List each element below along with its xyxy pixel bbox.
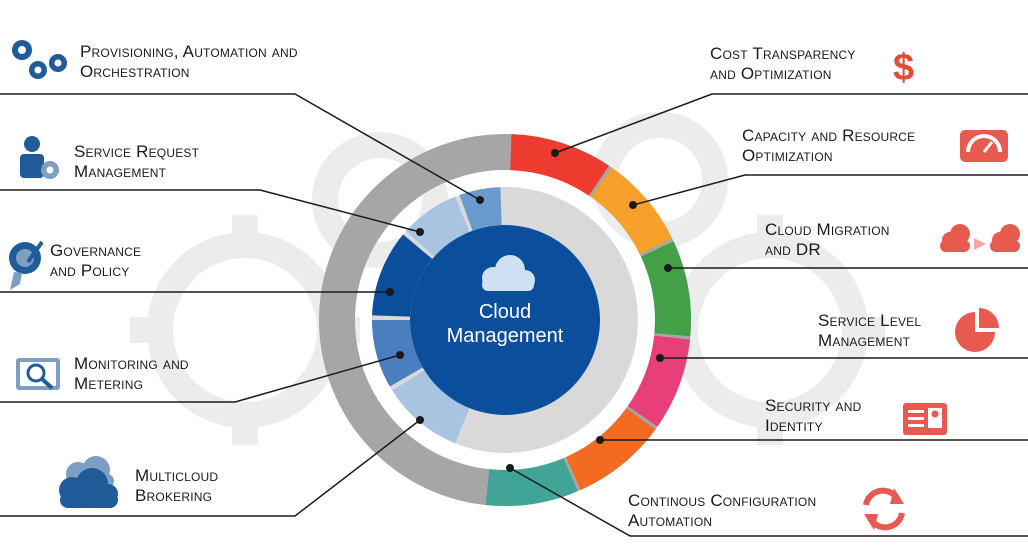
label-multicloud-line1: Multicloud (135, 466, 219, 485)
label-service-request-line1: Service Request (74, 142, 200, 161)
clouds-icon (59, 456, 118, 508)
label-security-line1: Security and (765, 396, 862, 415)
label-cloud-migration-line2: and DR (765, 240, 821, 259)
inner-segment-multicloud (392, 369, 470, 444)
gauge-icon (960, 130, 1008, 162)
connector-right-2 (632, 174, 1028, 206)
label-capacity: Capacity and Resource Optimization (742, 126, 915, 166)
label-service-level-line2: Management (818, 331, 911, 350)
label-cloud-migration: Cloud Migration and DR (765, 220, 890, 260)
connector-left-4 (0, 354, 401, 403)
label-cost-transparency: Cost Transparency and Optimization (710, 44, 856, 84)
label-capacity-line1: Capacity and Resource (742, 126, 916, 145)
user-gear-icon (20, 136, 59, 179)
label-provisioning: Provisioning, Automation and Orchestrati… (80, 42, 298, 82)
inner-segment-monitoring (372, 319, 424, 387)
outer-segment-cost (509, 134, 610, 196)
label-service-level: Service Level Management (818, 311, 921, 351)
badge-pen-icon (9, 240, 44, 290)
label-continous-configuration: Continous Configuration Automation (628, 491, 816, 531)
label-cost-transparency-line2: and Optimization (710, 64, 832, 83)
connector-dots (386, 149, 672, 472)
monitor-search-icon (16, 358, 60, 390)
label-security: Security and Identity (765, 396, 861, 436)
outer-segment-migration (640, 241, 691, 337)
center-title-line2: Management (446, 325, 564, 347)
outer-segment-configuration (485, 457, 578, 506)
label-cloud-migration-line1: Cloud Migration (765, 220, 890, 239)
center-circle (410, 225, 600, 415)
label-service-request: Service Request Management (74, 142, 199, 182)
label-service-level-line1: Service Level (818, 311, 922, 330)
label-governance-line2: and Policy (50, 261, 130, 280)
label-capacity-line2: Optimization (742, 146, 833, 165)
label-provisioning-line2: Orchestration (80, 62, 190, 81)
label-monitoring-line1: Monitoring and (74, 354, 189, 373)
outer-segment-capacity (590, 167, 673, 255)
cloud-icon (482, 255, 535, 291)
label-governance-line1: Governance (50, 241, 142, 260)
gears-icon (12, 40, 67, 79)
cloud-migration-icon (940, 224, 1020, 252)
outer-segment-security (565, 407, 656, 490)
label-cost-transparency-line1: Cost Transparency (710, 44, 856, 63)
label-multicloud: Multicloud Brokering (135, 466, 218, 506)
label-provisioning-line1: Provisioning, Automation and (80, 42, 298, 61)
outer-segments (485, 134, 691, 506)
label-monitoring-line2: Metering (74, 374, 144, 393)
background-gear-top-left (312, 132, 448, 268)
inner-segments (372, 187, 503, 444)
connector-right-6 (509, 467, 1028, 537)
label-security-line2: Identity (765, 416, 823, 435)
connector-left-1 (0, 93, 481, 201)
connector-left-5 (0, 419, 421, 517)
inner-segment-service-request (406, 196, 471, 257)
inner-segment-provisioning (459, 187, 503, 231)
label-governance: Governance and Policy (50, 241, 141, 281)
connector-right-1 (554, 93, 1028, 154)
refresh-icon (863, 487, 905, 531)
label-continous-configuration-line2: Automation (628, 511, 713, 530)
center-title-line1: Cloud (478, 301, 532, 323)
id-card-icon (903, 403, 947, 435)
center-title: Cloud Management (405, 300, 605, 348)
svg-text:$: $ (893, 47, 914, 89)
label-continous-configuration-line1: Continous Configuration (628, 491, 817, 510)
dollar-icon: $ (893, 47, 914, 89)
connector-left-2 (0, 189, 421, 233)
connector-lines (0, 93, 1028, 537)
label-monitoring: Monitoring and Metering (74, 354, 189, 394)
pie-chart-icon (955, 308, 999, 352)
outer-segment-service-level (627, 335, 690, 427)
label-multicloud-line2: Brokering (135, 486, 213, 505)
inner-segment-governance (372, 234, 433, 318)
label-service-request-line2: Management (74, 162, 167, 181)
